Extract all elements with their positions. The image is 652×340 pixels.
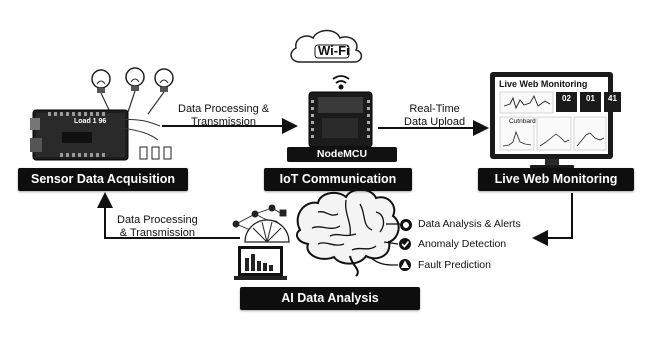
ai-output-label: Fault Prediction bbox=[418, 259, 491, 271]
gauge-icon bbox=[244, 219, 290, 243]
brain-icon bbox=[295, 188, 400, 277]
flow-label-line: Data Processing bbox=[117, 214, 198, 226]
stage-iot-communication: IoT Communication bbox=[264, 168, 412, 191]
wifi-signal-icon bbox=[332, 75, 350, 90]
flow-label-line: Data Upload bbox=[404, 116, 466, 128]
flow-label-line: Data Processing & bbox=[178, 103, 270, 115]
flow-label-iot-to-web: Real-Time Data Upload bbox=[404, 103, 465, 129]
ai-output-label: Data Analysis & Alerts bbox=[418, 218, 521, 230]
flow-label-line: & Transmission bbox=[119, 227, 195, 239]
stage-live-web-monitoring: Live Web Monitoring bbox=[478, 168, 634, 191]
flow-label-line: Transmission bbox=[191, 116, 257, 128]
stat-tile: 01 bbox=[580, 92, 601, 112]
warning-icon bbox=[399, 259, 411, 271]
relay-module bbox=[139, 146, 172, 160]
card-title: Cutnbard bbox=[509, 118, 536, 125]
stage-ai-data-analysis: AI Data Analysis bbox=[240, 287, 420, 310]
clock-icon bbox=[400, 219, 412, 231]
wifi-cloud-icon bbox=[290, 29, 363, 63]
monitor-screen bbox=[490, 72, 613, 169]
flow-label-sensor-to-iot: Data Processing & Transmission bbox=[178, 103, 269, 129]
light-bulb-icon bbox=[91, 69, 111, 113]
flow-arrow bbox=[532, 193, 573, 246]
nodemcu-board bbox=[287, 91, 397, 162]
board-label: Load 1 96 bbox=[74, 118, 107, 125]
flow-arrow bbox=[97, 192, 240, 239]
stat-tile: 41 bbox=[604, 92, 621, 112]
screen-title: Live Web Monitoring bbox=[499, 79, 588, 89]
flow-label-line: Real-Time bbox=[409, 103, 460, 115]
check-icon bbox=[399, 238, 411, 250]
light-bulb-icon bbox=[147, 68, 174, 115]
microcontroller-board bbox=[30, 109, 129, 161]
ai-output-label: Anomaly Detection bbox=[418, 238, 507, 250]
light-bulb-icon bbox=[125, 67, 145, 113]
wifi-label: Wi-Fi bbox=[318, 43, 350, 58]
stat-tile: 02 bbox=[556, 92, 577, 112]
stage-sensor-data-acquisition: Sensor Data Acquisition bbox=[18, 168, 188, 191]
flow-label-ai-to-sensor: Data Processing & Transmission bbox=[117, 214, 198, 240]
laptop-chart-icon bbox=[234, 246, 287, 280]
nodemcu-label: NodeMCU bbox=[316, 148, 368, 160]
